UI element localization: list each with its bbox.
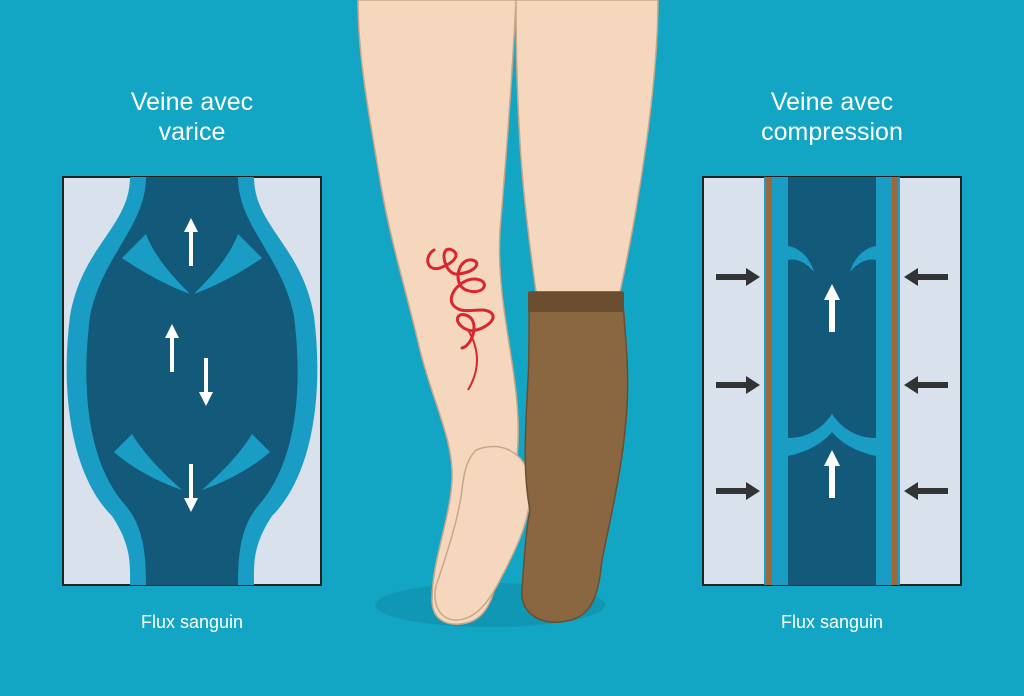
arrow-left-icon: [904, 482, 948, 500]
compression-vein-diagram: [702, 176, 962, 586]
valve-top-left: [788, 246, 814, 272]
compression-stocking: [521, 291, 629, 623]
varicose-vein-icon: [426, 247, 495, 350]
valve-top-base: [772, 264, 892, 284]
varicose-vein-diagram: [62, 176, 322, 586]
valve-bottom: [788, 414, 876, 456]
varicose-vein-title-line1: Veine avec: [130, 88, 254, 116]
compression-wall-right: [892, 177, 898, 585]
compression-vein-title: Veine avec compression: [702, 87, 962, 147]
arrow-up-icon: [165, 324, 179, 372]
left-caption: Flux sanguin: [140, 612, 244, 632]
varicose-vein-title: Veine avec varice: [62, 87, 322, 147]
blood-flow-arrows: [165, 218, 213, 512]
valve-left-top: [122, 234, 190, 294]
arrow-right-icon: [716, 268, 760, 286]
valve-top-right: [850, 246, 876, 272]
arrow-down-icon: [199, 358, 213, 406]
compression-arrows: [716, 268, 948, 500]
blood-flow-arrows: [824, 284, 840, 498]
arrow-right-icon: [716, 482, 760, 500]
arrow-up-icon: [184, 218, 198, 266]
valve-right-top: [194, 234, 262, 294]
vein-lumen: [86, 177, 298, 585]
valve-left-bottom: [114, 434, 182, 490]
stocking-band: [528, 292, 624, 312]
varicose-vein-tail: [467, 329, 478, 391]
arrow-left-icon: [904, 376, 948, 394]
vein-lumen: [788, 177, 876, 585]
arrow-left-icon: [904, 268, 948, 286]
legs-illustration: [340, 0, 680, 696]
compression-vein-title-line1: Veine avec: [770, 88, 894, 116]
varicose-vein-title-line2: varice: [158, 118, 226, 146]
valve-right-bottom: [202, 434, 270, 490]
compression-vein-title-line2: compression: [761, 118, 903, 146]
right-leg: [515, 0, 659, 293]
compression-wall-left: [766, 177, 772, 585]
arrow-up-icon: [824, 450, 840, 498]
right-caption: Flux sanguin: [780, 612, 884, 632]
arrow-up-icon: [824, 284, 840, 332]
arrow-right-icon: [716, 376, 760, 394]
arrow-down-icon: [184, 464, 198, 512]
